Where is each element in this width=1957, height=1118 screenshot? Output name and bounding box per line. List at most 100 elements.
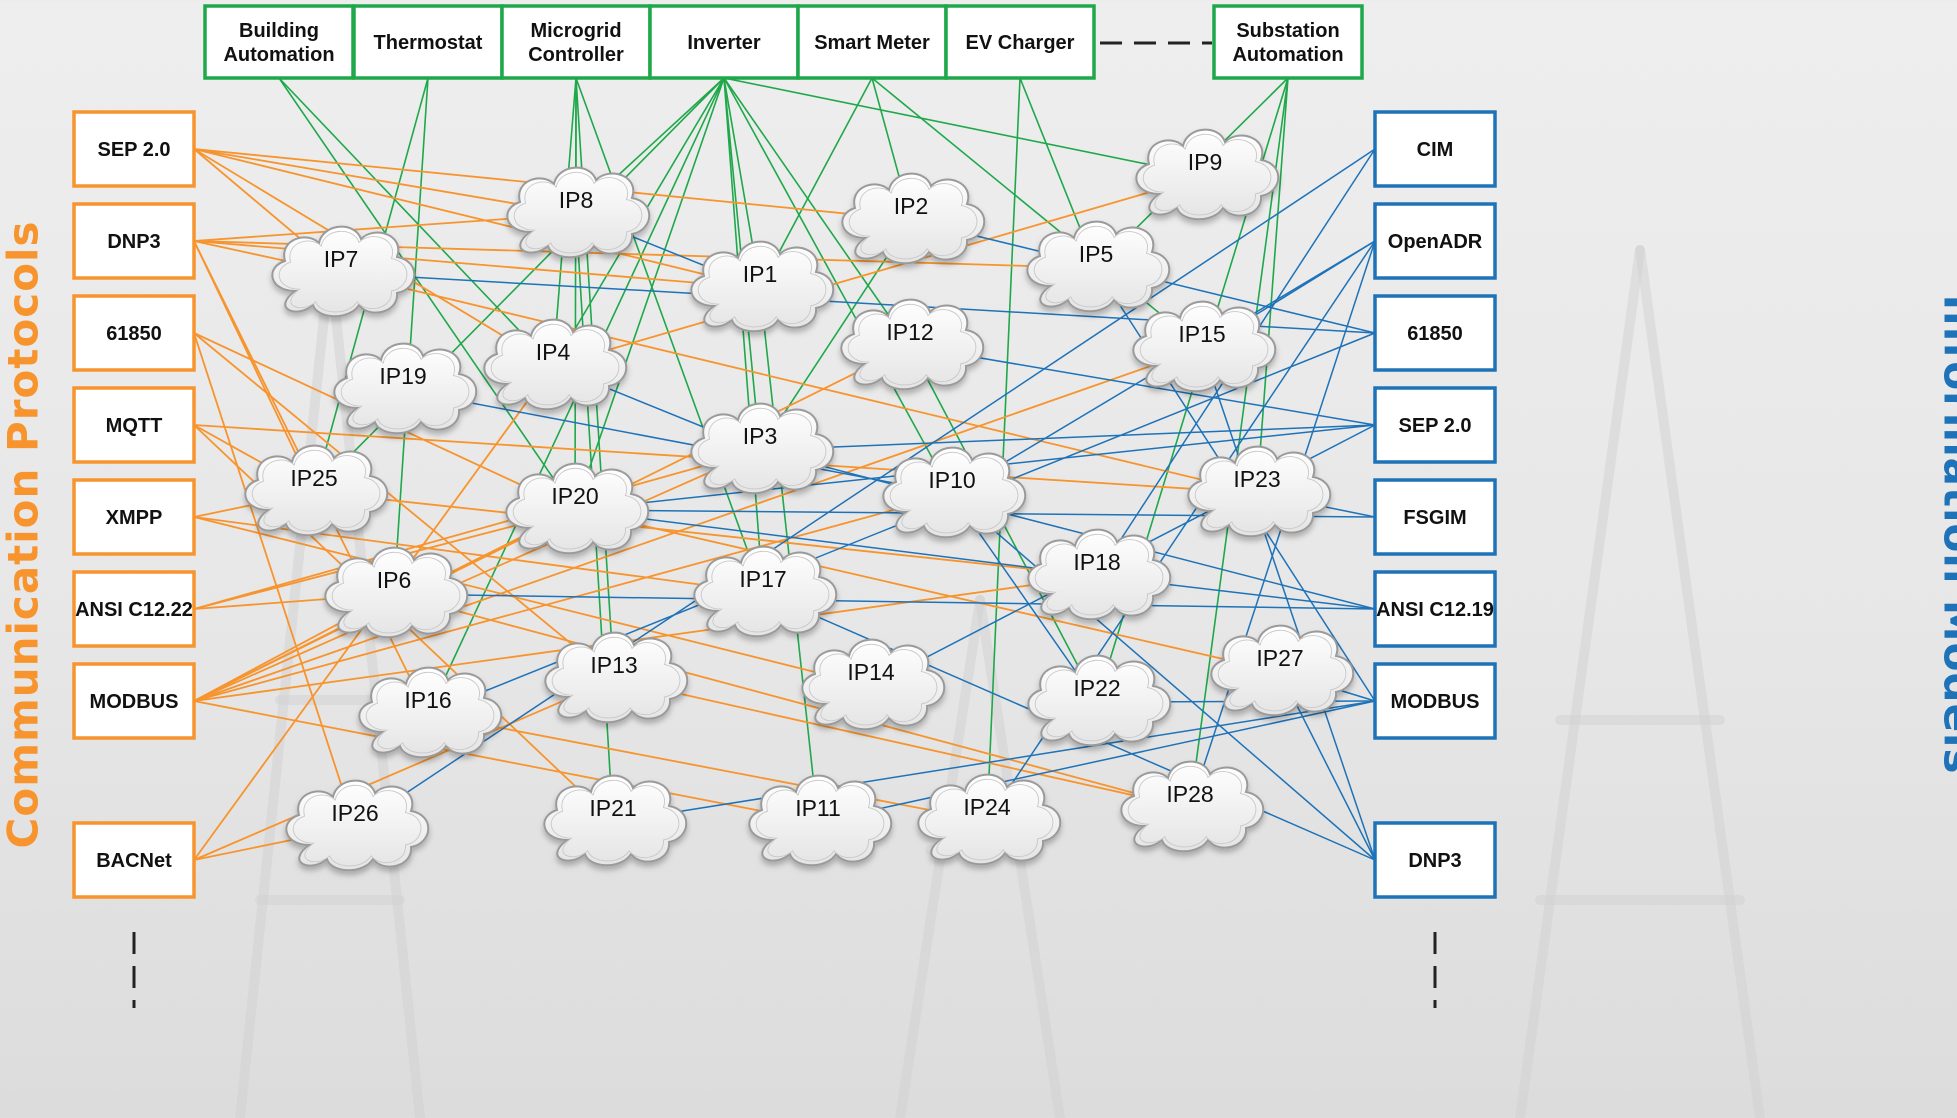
ip-node-cloud[interactable]: IP5: [1026, 220, 1171, 313]
model-box-frame: [1373, 662, 1497, 740]
cloud-shape: [324, 546, 469, 639]
device-box-frame: [500, 4, 652, 80]
model-box[interactable]: CIM: [1373, 110, 1497, 188]
ip-node-cloud[interactable]: IP26: [285, 779, 430, 872]
model-box[interactable]: FSGIM: [1373, 478, 1497, 556]
cloud-shape: [543, 774, 688, 867]
model-link: [354, 148, 1376, 828]
ip-node-cloud[interactable]: IP22: [1027, 654, 1172, 747]
ip-node-cloud[interactable]: IP20: [505, 462, 650, 555]
device-box-label: Inverter: [687, 32, 761, 54]
protocol-box[interactable]: DNP3: [72, 202, 196, 280]
protocol-box[interactable]: XMPP: [72, 478, 196, 556]
device-box[interactable]: Thermostat: [352, 4, 504, 80]
cloud-shape: [1194, 450, 1324, 533]
protocol-link: [193, 347, 1203, 702]
ip-node-label: IP9: [1188, 149, 1223, 175]
device-link: [986, 77, 1021, 822]
ip-node-cloud[interactable]: IP14: [801, 638, 946, 731]
cloud-shape: [490, 323, 620, 406]
ip-node-cloud[interactable]: IP13: [544, 631, 689, 724]
cloud-shape: [917, 773, 1062, 866]
cloud-shape: [882, 446, 1027, 539]
protocol-box[interactable]: SEP 2.0: [72, 110, 196, 188]
cloud-shape: [271, 225, 416, 318]
ip-node-cloud[interactable]: IP9: [1135, 128, 1280, 221]
model-box[interactable]: ANSI C12.19: [1373, 570, 1497, 648]
ip-node-label: IP3: [743, 423, 778, 449]
protocol-box-frame: [72, 570, 196, 648]
device-box-frame: [1212, 4, 1364, 80]
model-box[interactable]: MODBUS: [1373, 662, 1497, 740]
communication-protocols-title: Communication Protocols: [0, 220, 48, 849]
device-box-label: Thermostat: [374, 32, 483, 54]
device-link: [278, 77, 554, 367]
protocol-box-frame: [72, 202, 196, 280]
ip-node-cloud[interactable]: IP4: [483, 318, 628, 411]
ip-node-cloud[interactable]: IP16: [358, 666, 503, 759]
ip-node-cloud[interactable]: IP18: [1027, 528, 1172, 621]
device-link: [723, 77, 953, 495]
ip-node-label: IP14: [847, 659, 895, 685]
model-box[interactable]: SEP 2.0: [1373, 386, 1497, 464]
protocol-box[interactable]: ANSI C12.22: [72, 570, 196, 648]
cloud-shape: [365, 671, 495, 754]
ip-node-label: IP1: [743, 261, 778, 287]
ip-node-cloud[interactable]: IP15: [1132, 300, 1277, 393]
protocol-box-label: 61850: [106, 323, 162, 345]
device-box[interactable]: Inverter: [648, 4, 800, 80]
ip-node-cloud[interactable]: IP24: [917, 773, 1062, 866]
device-box-label: Substation: [1236, 20, 1339, 42]
cloud-shape: [1120, 760, 1265, 853]
ip-node-label: IP28: [1166, 781, 1213, 807]
ip-node-cloud[interactable]: IP23: [1187, 445, 1332, 538]
ip-node-cloud[interactable]: IP8: [506, 166, 651, 259]
ip-node-cloud[interactable]: IP21: [543, 774, 688, 867]
cloud-shape: [748, 774, 893, 867]
ip-node-cloud[interactable]: IP19: [333, 342, 478, 435]
device-box[interactable]: EV Charger: [944, 4, 1096, 80]
ip-node-cloud[interactable]: IP17: [693, 545, 838, 638]
protocol-box[interactable]: MODBUS: [72, 662, 196, 740]
ip-node-label: IP19: [379, 363, 426, 389]
cloud-shape: [483, 318, 628, 411]
ip-node-cloud[interactable]: IP3: [690, 402, 835, 495]
protocol-box[interactable]: 61850: [72, 294, 196, 372]
model-link: [951, 493, 1376, 861]
ip-node-cloud[interactable]: IP28: [1120, 760, 1265, 853]
device-box[interactable]: Smart Meter: [796, 4, 948, 80]
protocol-box[interactable]: MQTT: [72, 386, 196, 464]
model-box[interactable]: OpenADR: [1373, 202, 1497, 280]
cloud-shape: [1027, 654, 1172, 747]
cloud-shape: [924, 778, 1054, 861]
ip-node-cloud[interactable]: IP2: [841, 172, 986, 265]
device-box-label: Microgrid: [530, 20, 621, 42]
cloud-shape: [1210, 624, 1355, 717]
cloud-shape: [808, 643, 938, 726]
device-link: [574, 77, 725, 511]
protocol-link: [340, 272, 1258, 494]
protocol-link: [193, 332, 615, 680]
ip-node-cloud[interactable]: IP27: [1210, 624, 1355, 717]
cloud-shape: [801, 638, 946, 731]
model-link: [393, 593, 1376, 610]
ip-node-cloud[interactable]: IP6: [324, 546, 469, 639]
ip-node-cloud[interactable]: IP11: [748, 774, 893, 867]
model-box-label: OpenADR: [1388, 231, 1483, 253]
model-link: [402, 389, 953, 495]
device-box-frame: [648, 4, 800, 80]
ip-node-cloud[interactable]: IP25: [244, 444, 389, 537]
model-box-frame: [1373, 294, 1497, 372]
ip-node-cloud[interactable]: IP12: [840, 298, 985, 391]
model-box[interactable]: 61850: [1373, 294, 1497, 372]
model-box[interactable]: DNP3: [1373, 821, 1497, 899]
ip-node-cloud[interactable]: IP7: [271, 225, 416, 318]
cloud-shape: [513, 171, 643, 254]
protocol-link: [193, 700, 819, 823]
ip-node-cloud[interactable]: IP10: [882, 446, 1027, 539]
protocol-box[interactable]: BACNet: [72, 821, 196, 899]
ip-node-cloud[interactable]: IP1: [690, 240, 835, 333]
